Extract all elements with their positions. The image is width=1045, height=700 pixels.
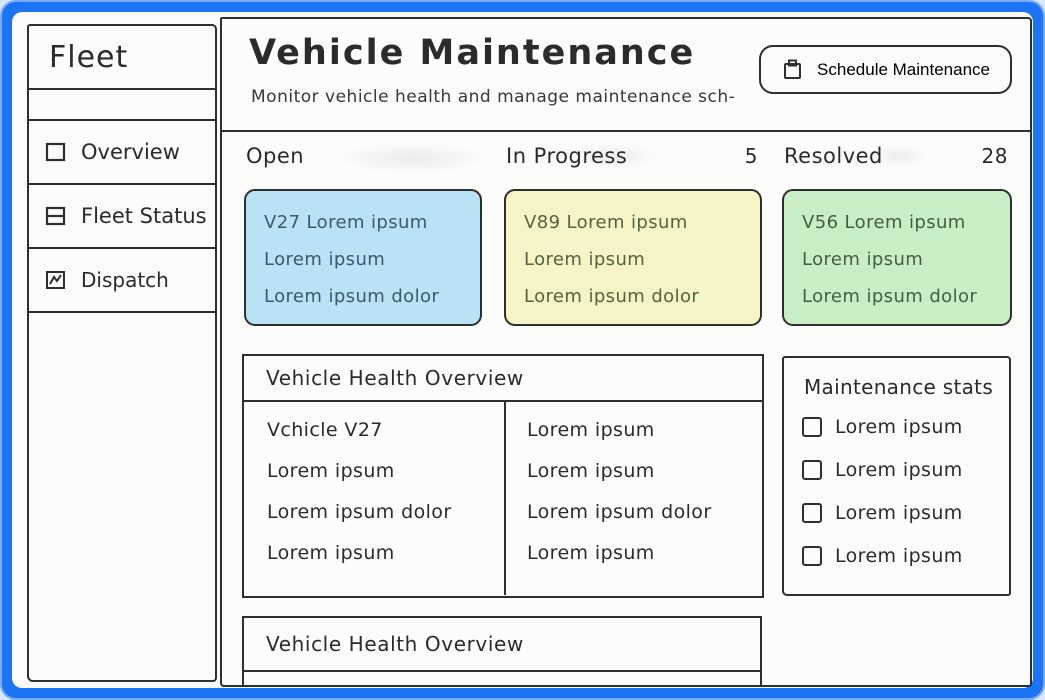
pencil-smudge	[866, 145, 928, 167]
column-header-in-progress: In Progress 5	[506, 144, 758, 168]
health-row: Lorem ipsum	[527, 542, 655, 564]
vehicle-health-right-column: Lorem ipsum Lorem ipsum Lorem ipsum dolo…	[506, 402, 762, 595]
sidebar-item-label: Fleet Status	[81, 204, 207, 228]
overview-square-icon	[44, 140, 68, 164]
card-line: V56 Lorem ipsum	[802, 212, 966, 233]
fleet-status-rows-icon	[44, 204, 68, 228]
card-v27-open[interactable]: V27 Lorem ipsum Lorem ipsum Lorem ipsum …	[244, 189, 482, 326]
column-header-resolved: Resolved 28	[784, 144, 1008, 168]
card-line: Lorem ipsum dolor	[524, 286, 700, 307]
main-panel: Vehicle Maintenance Monitor vehicle heal…	[220, 17, 1032, 687]
sidebar-title: Fleet	[29, 26, 215, 90]
card-line: Lorem ipsum dolor	[802, 286, 978, 307]
card-line: V27 Lorem ipsum	[264, 212, 428, 233]
panel-title: Vehicle Health Overview	[244, 356, 762, 402]
column-count: 28	[981, 144, 1008, 168]
app-canvas: Fleet Overview Fleet Status	[12, 12, 1033, 688]
stats-item: Lorem ipsum	[784, 448, 1009, 491]
health-row: Lorem ipsum	[527, 419, 655, 441]
sidebar-item-fleet-status[interactable]: Fleet Status	[29, 185, 215, 249]
stats-item: Lorem ipsum	[784, 491, 1009, 534]
sidebar-item-dispatch[interactable]: Dispatch	[29, 249, 215, 313]
stats-item: Lorem ipsum	[784, 405, 1009, 448]
maintenance-stats-panel: Maintenance stats Lorem ipsum Lorem ipsu…	[782, 356, 1011, 596]
card-line: Lorem ipsum	[524, 249, 646, 270]
panel-title: Vehicle Health Overview	[244, 618, 760, 672]
card-line: Lorem ipsum	[264, 249, 386, 270]
checkbox-icon[interactable]	[802, 459, 822, 480]
stats-item-label: Lorem ipsum	[835, 415, 963, 438]
panel-title: Maintenance stats	[804, 375, 994, 399]
vehicle-health-left-column: Vchicle V27 Lorem ipsum Lorem ipsum dolo…	[244, 402, 506, 595]
page-subtitle: Monitor vehicle health and manage mainte…	[251, 87, 736, 107]
column-title: Open	[246, 144, 305, 168]
card-line: V89 Lorem ipsum	[524, 212, 688, 233]
health-row: Vchicle V27	[267, 419, 383, 441]
stats-item: Lorem ipsum	[784, 534, 1009, 577]
schedule-maintenance-button[interactable]: Schedule Maintenance	[759, 45, 1012, 94]
page-header: Vehicle Maintenance Monitor vehicle heal…	[222, 19, 1030, 132]
vehicle-health-body: Vchicle V27 Lorem ipsum Lorem ipsum dolo…	[244, 402, 762, 595]
pencil-smudge	[560, 143, 660, 169]
health-row: Lorem ipsum dolor	[267, 501, 452, 523]
stats-item-label: Lorem ipsum	[835, 544, 963, 567]
dispatch-chart-icon	[44, 268, 68, 292]
sidebar-item-label: Dispatch	[81, 268, 169, 292]
vehicle-health-overview-panel: Vehicle Health Overview Vchicle V27 Lore…	[242, 354, 764, 598]
checkbox-icon[interactable]	[802, 416, 822, 437]
health-row: Lorem ipsum	[527, 460, 655, 482]
page-title: Vehicle Maintenance	[249, 33, 696, 73]
checkbox-icon[interactable]	[802, 545, 822, 566]
column-header-open: Open	[246, 144, 476, 168]
card-v89-in-progress[interactable]: V89 Lorem ipsum Lorem ipsum Lorem ipsum …	[504, 189, 762, 326]
checkbox-icon[interactable]	[802, 502, 822, 523]
sidebar-spacer	[29, 90, 215, 121]
card-v56-resolved[interactable]: V56 Lorem ipsum Lorem ipsum Lorem ipsum …	[782, 189, 1012, 326]
pencil-smudge	[337, 143, 487, 173]
vehicle-health-overview-panel-bottom: Vehicle Health Overview	[242, 616, 762, 687]
column-title: Resolved	[784, 144, 883, 168]
sidebar-item-overview[interactable]: Overview	[29, 121, 215, 185]
column-count: 5	[744, 144, 758, 168]
stats-item-label: Lorem ipsum	[835, 501, 963, 524]
clipboard-icon	[781, 58, 804, 81]
sidebar: Fleet Overview Fleet Status	[27, 24, 217, 682]
card-line: Lorem ipsum dolor	[264, 286, 440, 307]
column-title: In Progress	[506, 144, 628, 168]
stats-item-label: Lorem ipsum	[835, 458, 963, 481]
card-line: Lorem ipsum	[802, 249, 924, 270]
sidebar-item-label: Overview	[81, 140, 180, 164]
health-row: Lorem ipsum dolor	[527, 501, 712, 523]
health-row: Lorem ipsum	[267, 460, 395, 482]
health-row: Lorem ipsum	[267, 542, 395, 564]
schedule-maintenance-label: Schedule Maintenance	[817, 59, 990, 79]
